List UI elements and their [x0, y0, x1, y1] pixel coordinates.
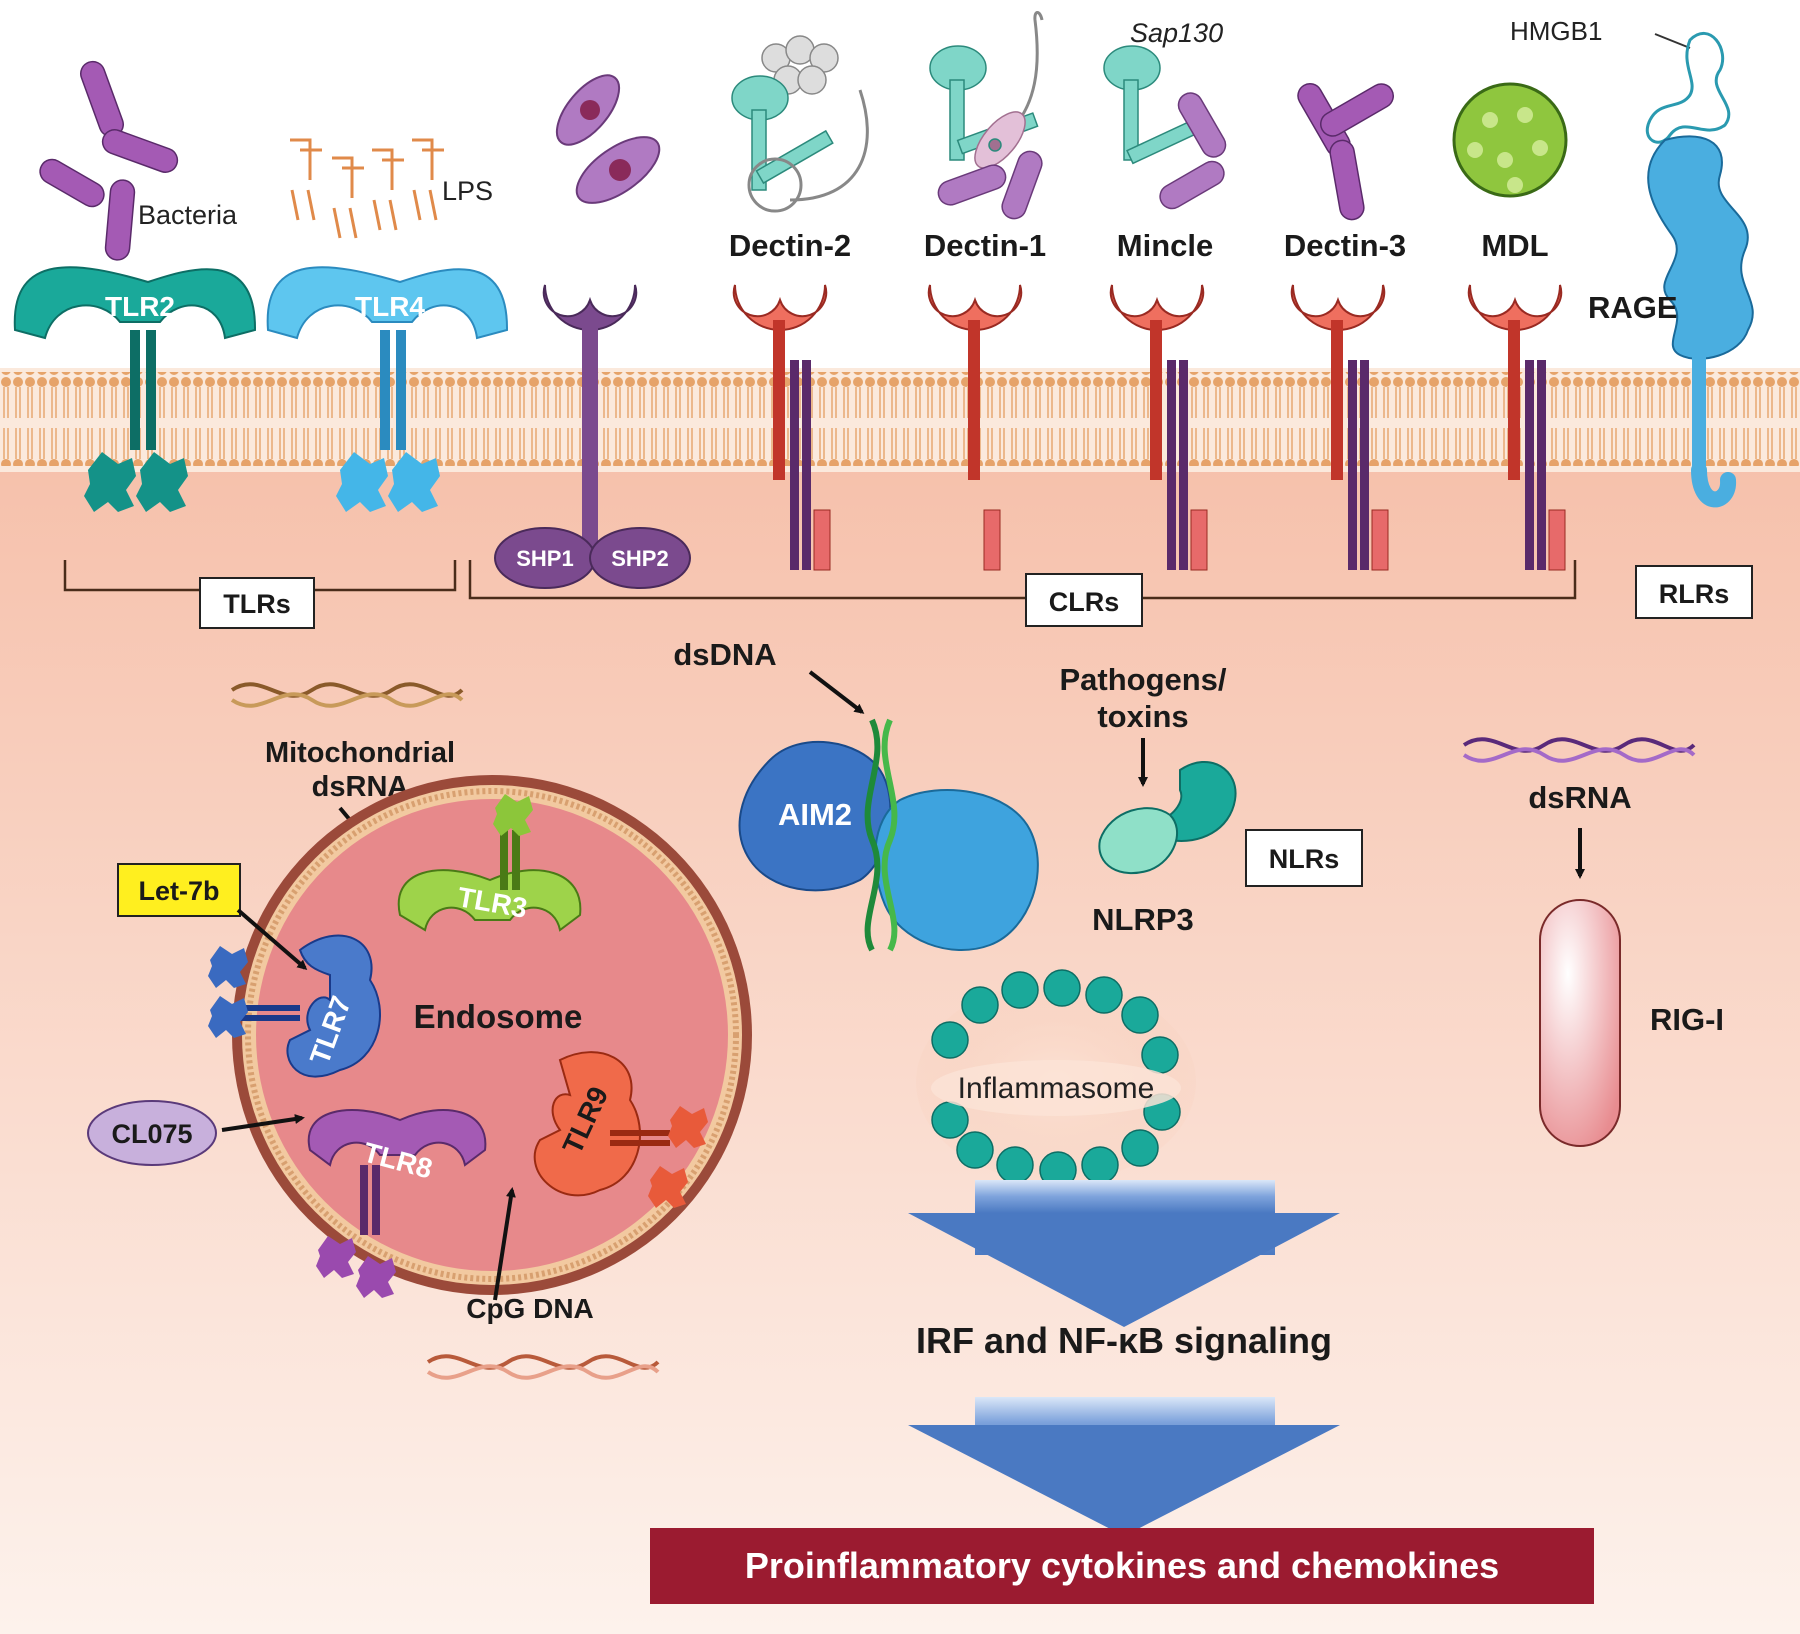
mito-dsrna-label-1: Mitochondrial	[265, 737, 455, 769]
cpg-dna-helix	[426, 1354, 660, 1380]
cl075-label: CL075	[111, 1119, 192, 1149]
output-bar	[650, 1528, 1594, 1604]
endosome-label: Endosome	[414, 998, 583, 1035]
mito-dsrna-helix	[230, 682, 464, 708]
shp2-label: SHP2	[611, 546, 668, 571]
rage-receptor: HMGB1 RAGE	[1510, 16, 1754, 508]
upper-signal-arrow	[908, 1180, 1340, 1327]
cpg-arrow	[493, 1187, 516, 1301]
dsrna-label: dsRNA	[1528, 780, 1631, 815]
sap130-label: Sap130	[1130, 18, 1223, 48]
hmgb1-label: HMGB1	[1510, 16, 1602, 46]
fungus-icon	[731, 35, 869, 213]
tlr8-receptor: TLR8	[307, 1109, 487, 1298]
irf-nfkb-label: IRF and NF-κB signaling	[916, 1320, 1332, 1361]
lps-icon	[290, 138, 444, 239]
bacteria-icon-2	[1297, 83, 1394, 221]
fungus-icon-3	[1103, 45, 1227, 210]
cl075-arrow	[221, 1114, 305, 1132]
tlr4-receptor: LPS TLR4	[266, 138, 509, 512]
dsrna-helix	[1462, 737, 1696, 763]
dectin1-receptor: Dectin-1	[924, 11, 1046, 571]
tlr2-receptor: Bacteria TLR2	[13, 60, 257, 512]
tlr7-receptor: TLR7	[208, 934, 381, 1078]
rlrs-box	[1635, 565, 1753, 619]
tlrs-box	[199, 577, 315, 629]
rage-label: RAGE	[1588, 290, 1678, 325]
rig-i-label: RIG-I	[1650, 1002, 1724, 1037]
dsdna-label: dsDNA	[673, 637, 776, 672]
clrs-bracket	[468, 560, 1577, 600]
tlr2-label: TLR2	[105, 291, 175, 322]
clrs-box	[1025, 573, 1143, 627]
dectin1-label: Dectin-1	[924, 228, 1046, 263]
mincle-label: Mincle	[1117, 228, 1213, 263]
bacteria-label: Bacteria	[138, 200, 238, 230]
nlrs-box	[1245, 829, 1363, 887]
mdl-label: MDL	[1481, 228, 1548, 263]
virus-icon	[1452, 82, 1568, 198]
clrs-label: CLRs	[1049, 587, 1120, 617]
let7b-label: Let-7b	[139, 876, 220, 906]
mincle-receptor: Sap130 Mincle	[1103, 18, 1227, 571]
aim2-label: AIM2	[778, 797, 852, 832]
let7b-box	[117, 863, 241, 917]
plasma-membrane	[0, 368, 1800, 472]
output-label: Proinflammatory cytokines and chemokines	[745, 1545, 1499, 1586]
tlr4-label: TLR4	[355, 291, 425, 322]
shp-receptor: SHP1 SHP2	[494, 74, 691, 589]
rlrs-label: RLRs	[1659, 579, 1730, 609]
pathogens-label-2: toxins	[1097, 699, 1188, 734]
tlr9-receptor: TLR9	[533, 1051, 708, 1208]
bacteria-icon	[39, 60, 179, 261]
mdl-receptor: MDL	[1452, 82, 1568, 571]
inflammasome-label: Inflammasome	[958, 1072, 1155, 1105]
parasite-icon	[555, 74, 661, 204]
nlrp3-label: NLRP3	[1092, 902, 1194, 937]
tlrs-label: TLRs	[223, 589, 291, 619]
fungus-icon-2	[929, 11, 1044, 220]
nlrp3-protein: NLRP3	[1092, 760, 1237, 937]
nlrs-label: NLRs	[1269, 844, 1340, 874]
lps-label: LPS	[442, 176, 493, 206]
rig-i-protein	[1539, 899, 1621, 1147]
cl075-bubble	[87, 1100, 217, 1166]
shp1-label: SHP1	[516, 546, 573, 571]
cpg-dna-label: CpG DNA	[466, 1293, 594, 1324]
dectin3-label: Dectin-3	[1284, 228, 1406, 263]
aim2-protein: AIM2	[738, 718, 1039, 952]
dectin3-receptor: Dectin-3	[1284, 83, 1406, 571]
inflammasome: Inflammasome	[916, 969, 1196, 1189]
dsdna-arrow	[808, 670, 865, 714]
dectin2-label: Dectin-2	[729, 228, 851, 263]
lower-signal-arrow	[908, 1397, 1340, 1536]
let7b-arrow	[236, 908, 308, 970]
dectin2-receptor: Dectin-2	[729, 35, 869, 571]
pathogens-label-1: Pathogens/	[1059, 662, 1226, 697]
